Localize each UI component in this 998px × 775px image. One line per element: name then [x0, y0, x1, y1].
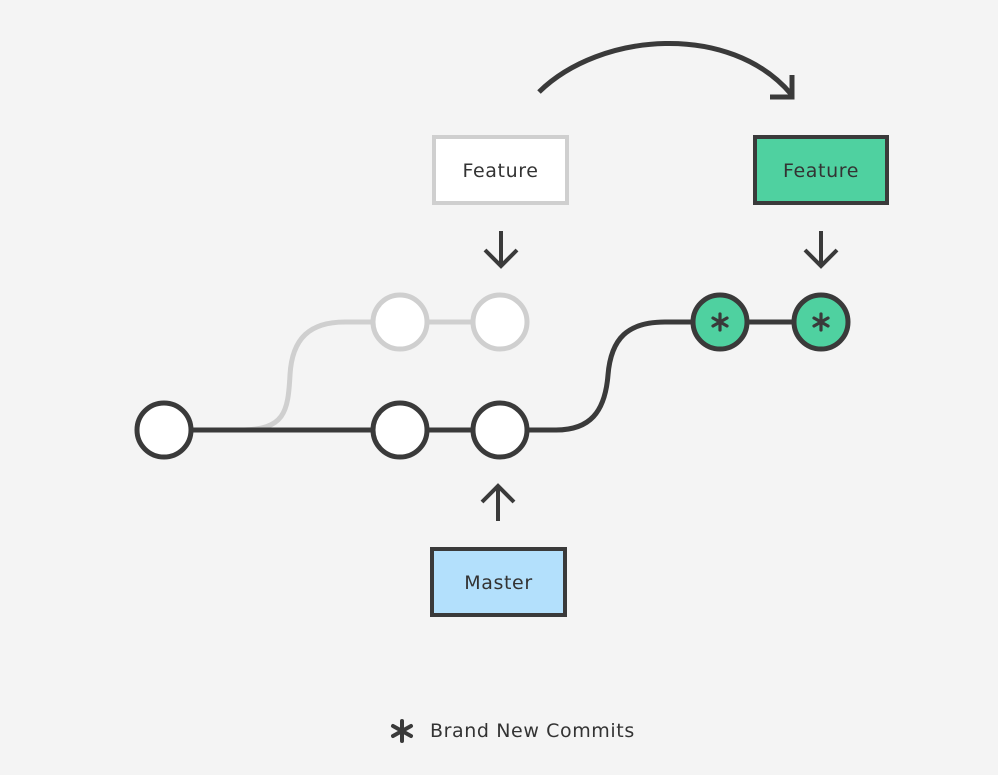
- master-label: Master: [430, 547, 567, 617]
- asterisk-icon: [711, 312, 729, 332]
- legend: Brand New Commits: [391, 719, 635, 743]
- old-feature-label: Feature: [432, 135, 569, 205]
- arrow-up-icon: [480, 483, 516, 521]
- old-feature-label-text: Feature: [463, 160, 539, 182]
- arrow-down-icon: [483, 231, 519, 269]
- master-commit-3: [470, 400, 530, 460]
- curved-arrow-icon: [537, 41, 795, 100]
- new-feature-label: Feature: [753, 135, 889, 205]
- legend-text: Brand New Commits: [430, 720, 635, 742]
- master-commit-2: [370, 400, 430, 460]
- old-feature-commit-2: [470, 292, 530, 352]
- new-feature-label-text: Feature: [783, 160, 859, 182]
- asterisk-icon: [812, 312, 830, 332]
- master-label-text: Master: [464, 572, 533, 594]
- master-commit-1: [134, 400, 194, 460]
- asterisk-icon: [391, 719, 413, 743]
- rebased-feature-branch-line: [528, 319, 793, 433]
- arrow-down-icon: [803, 231, 839, 269]
- old-feature-branch-line: [239, 319, 472, 433]
- old-feature-commit-1: [370, 292, 430, 352]
